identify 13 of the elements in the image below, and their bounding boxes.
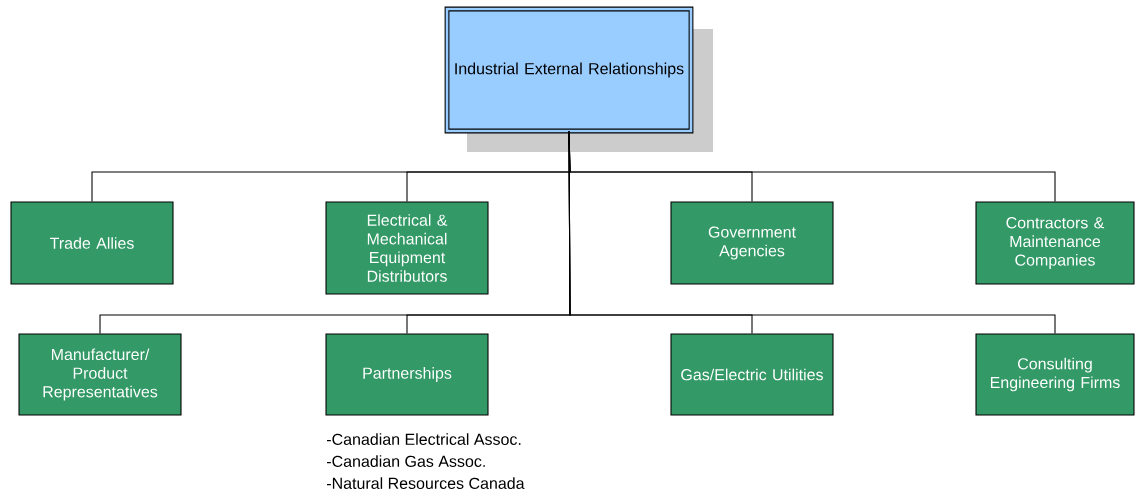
title-box: Industrial External Relationships [444,6,713,152]
note-text: -Natural Resources Canada [327,477,525,489]
process-box: Partnerships [325,333,489,416]
connector-line [568,131,1056,334]
note-text: -Canadian Electrical Assoc. [327,433,521,445]
process-box: Trade Allies [10,201,174,285]
process-box: Gas/Electric Utilities [670,333,834,416]
process-box: Manufacturer/ Product Representatives [18,333,182,416]
process-box: Government Agencies [670,201,834,285]
process-box: Consulting Engineering Firms [975,333,1135,416]
process-box: Electrical & Mechanical Equipment Distributors [325,201,489,295]
note-text: -Canadian Gas Assoc. [327,455,485,467]
process-box: Contractors & Maintenance Companies [975,201,1135,285]
